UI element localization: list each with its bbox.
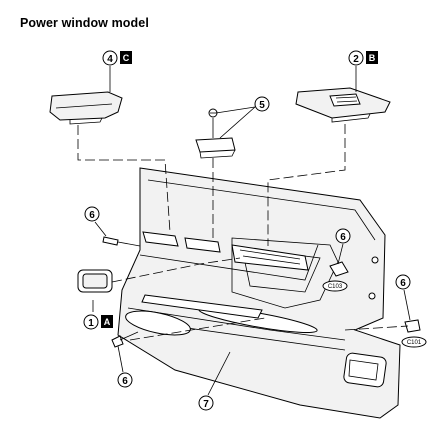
leader-lines xyxy=(92,66,411,396)
clip-right-lower xyxy=(404,319,421,333)
door-finisher-panel xyxy=(117,167,401,419)
svg-text:C103: C103 xyxy=(328,284,343,290)
screw-left-upper xyxy=(102,236,141,247)
callout-7: 7 xyxy=(198,395,214,411)
callout-6-left-upper: 6 xyxy=(84,206,100,222)
clip-label-c103: C103 xyxy=(322,280,348,292)
svg-text:6: 6 xyxy=(89,210,95,221)
svg-text:1: 1 xyxy=(88,318,94,329)
callout-1-A: 1 A xyxy=(83,314,113,330)
callout-2-B: 2 B xyxy=(348,50,378,66)
armrest-cover-part xyxy=(49,91,123,125)
callout-5: 5 xyxy=(254,96,270,112)
switch-finisher-part xyxy=(195,108,236,159)
svg-text:6: 6 xyxy=(122,376,128,387)
svg-text:7: 7 xyxy=(203,399,209,410)
panel-switch-recesses xyxy=(142,231,309,271)
svg-text:6: 6 xyxy=(340,232,346,243)
alignment-dashes xyxy=(77,124,409,341)
callout-4-C: 4 C xyxy=(102,50,132,66)
svg-text:4: 4 xyxy=(107,54,113,65)
svg-text:B: B xyxy=(369,53,376,63)
svg-text:2: 2 xyxy=(353,54,359,65)
callout-6-right-upper: 6 xyxy=(335,228,351,244)
callout-6-bottom: 6 xyxy=(117,372,133,388)
svg-text:6: 6 xyxy=(400,278,406,289)
svg-text:5: 5 xyxy=(259,100,265,111)
screw-bottom xyxy=(111,331,139,348)
svg-text:A: A xyxy=(104,317,111,327)
switch-bezel-part xyxy=(77,269,113,293)
clip-label-c101: C101 xyxy=(401,336,427,348)
main-power-window-switch-part xyxy=(295,87,391,123)
svg-text:C101: C101 xyxy=(407,340,422,346)
callout-6-right-lower: 6 xyxy=(395,274,411,290)
page-title: Power window model xyxy=(20,16,149,30)
svg-text:C: C xyxy=(123,53,130,63)
